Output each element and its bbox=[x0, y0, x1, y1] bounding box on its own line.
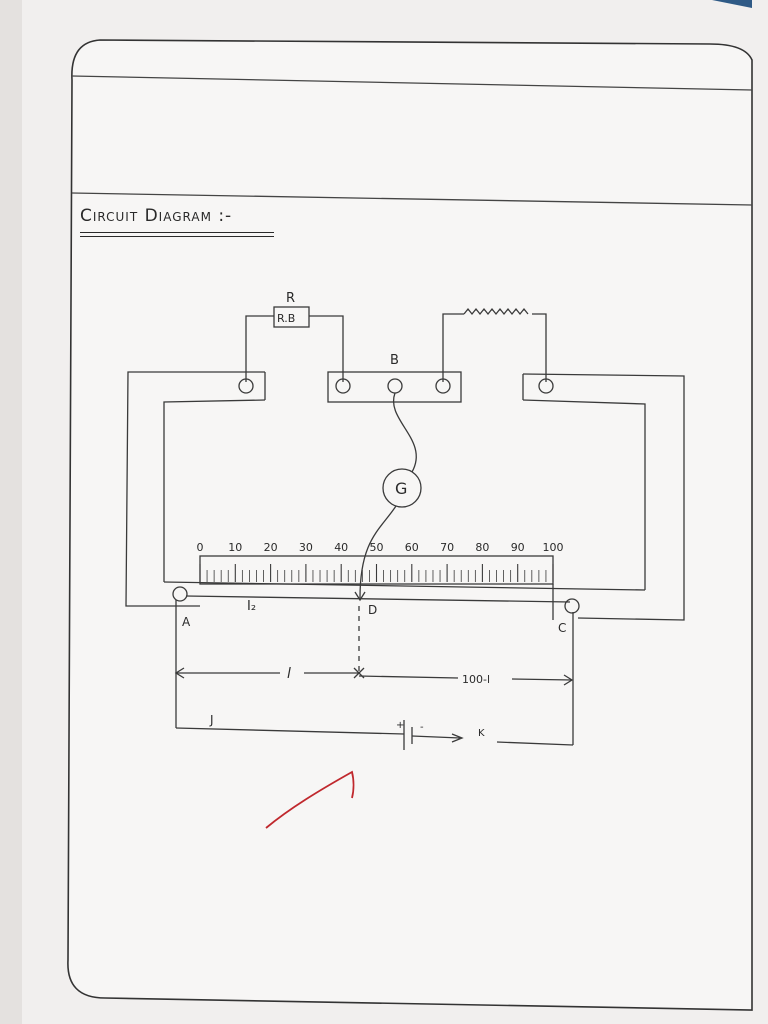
key-arrow bbox=[451, 733, 464, 743]
bridge-wire bbox=[163, 581, 646, 591]
key-k-label: K bbox=[478, 728, 485, 739]
heading-underline-double bbox=[80, 236, 274, 237]
scale-ticks bbox=[199, 564, 554, 582]
header-rule-top bbox=[71, 75, 753, 91]
terminal-mid-right bbox=[435, 378, 451, 394]
terminal-right-top bbox=[538, 378, 554, 394]
scale-tick-label: 0 bbox=[197, 541, 204, 554]
terminal-c-label: C bbox=[558, 621, 566, 635]
terminal-a bbox=[172, 586, 188, 602]
scale-tick-label: 10 bbox=[228, 541, 242, 554]
resistance-box bbox=[273, 306, 310, 328]
key-wire-right bbox=[496, 741, 574, 746]
battery-plus-label: + bbox=[396, 720, 404, 731]
scale-tick-label: 80 bbox=[475, 541, 489, 554]
terminal-mid-left bbox=[335, 378, 351, 394]
length-arrow-right bbox=[563, 674, 574, 686]
current-j-label: J bbox=[209, 713, 214, 727]
resistance-label: R bbox=[286, 291, 295, 306]
length-right-line-b bbox=[511, 678, 573, 681]
unknown-resistance-coil bbox=[463, 307, 529, 316]
jockey-wire bbox=[359, 505, 397, 599]
terminal-left-top bbox=[238, 378, 254, 394]
copper-strip-middle bbox=[327, 371, 462, 403]
scale-tick-label: 100 bbox=[543, 541, 564, 554]
page-heading: Circuit Diagram :- bbox=[80, 206, 233, 226]
wire-rb-left bbox=[245, 315, 274, 382]
right-length-label: 100-l bbox=[462, 673, 490, 686]
terminal-a-label: A bbox=[182, 615, 191, 629]
current-i2-label: I₂ bbox=[247, 599, 256, 614]
scale-tick-label: 90 bbox=[511, 541, 525, 554]
terminal-c bbox=[564, 598, 580, 614]
terminal-b bbox=[387, 378, 403, 394]
battery-wire-left bbox=[175, 727, 405, 735]
heading-underline bbox=[80, 232, 274, 233]
battery-wire-right bbox=[411, 735, 461, 739]
scale-tick-label: 50 bbox=[370, 541, 384, 554]
copper-strip-right-inner bbox=[522, 399, 646, 590]
left-length-label: l bbox=[287, 666, 291, 682]
jockey-arrow bbox=[354, 591, 366, 602]
page-frame bbox=[67, 39, 753, 1011]
resistance-box-label: R.B bbox=[277, 312, 295, 325]
red-check-mark bbox=[265, 770, 355, 829]
wire-coil-left bbox=[442, 313, 464, 382]
scale-tick-label: 40 bbox=[334, 541, 348, 554]
battery-minus-label: - bbox=[420, 722, 424, 733]
scale-labels: 0 10 20 30 40 50 60 70 80 90 100 bbox=[197, 541, 564, 554]
header-rule-bottom bbox=[71, 192, 753, 206]
copper-strip-left-inner bbox=[163, 399, 266, 582]
scale-tick-label: 70 bbox=[440, 541, 454, 554]
wire-b-to-galvanometer bbox=[392, 392, 417, 473]
copper-strip-left bbox=[125, 371, 265, 607]
junction-b-label: B bbox=[390, 353, 399, 368]
wire-coil-right bbox=[532, 313, 547, 382]
scale-tick-label: 20 bbox=[264, 541, 278, 554]
galvanometer-label: G bbox=[395, 479, 407, 498]
galvanometer bbox=[382, 468, 422, 508]
scale-tick-label: 60 bbox=[405, 541, 419, 554]
bridge-wire-lower bbox=[185, 595, 571, 603]
wire-rb-right bbox=[309, 315, 344, 382]
scale-tick-label: 30 bbox=[299, 541, 313, 554]
copper-strip-right bbox=[522, 373, 685, 621]
point-d-label: D bbox=[368, 603, 377, 617]
length-right-line-a bbox=[358, 675, 459, 679]
